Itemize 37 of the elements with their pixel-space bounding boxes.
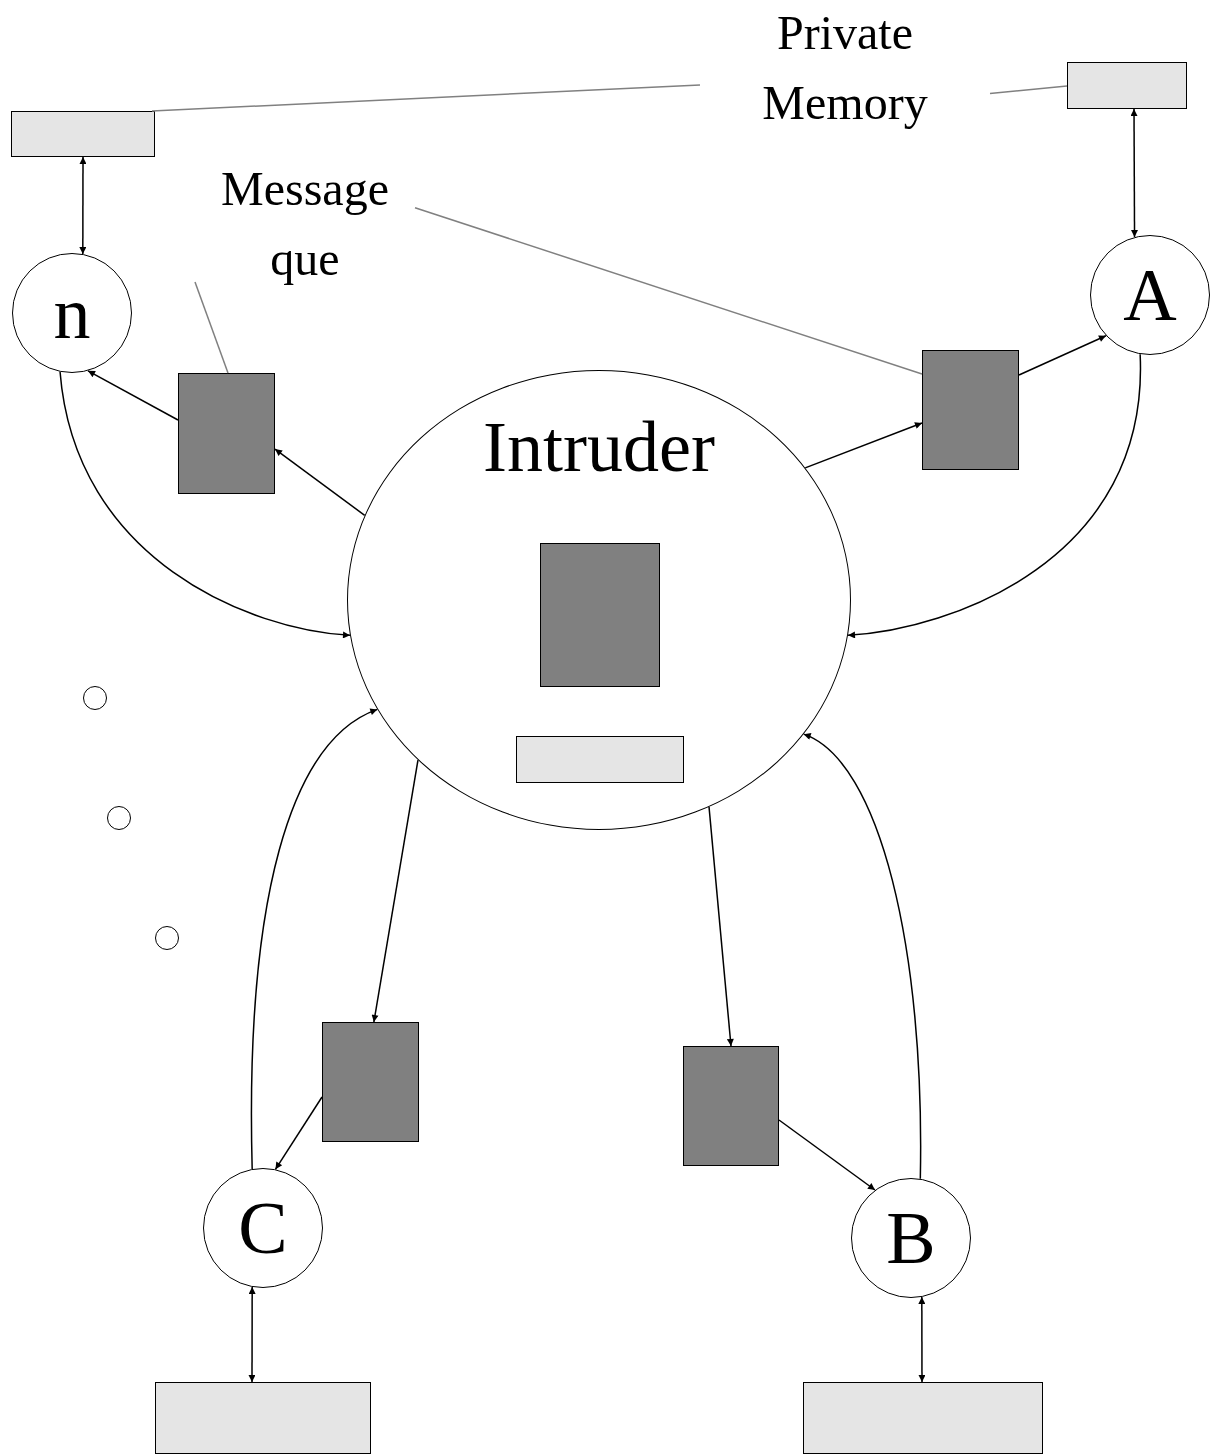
leader-line — [989, 85, 1068, 95]
arrow — [1130, 108, 1138, 238]
arrow — [274, 448, 366, 517]
intruder-label: Intruder — [483, 411, 715, 483]
leader-line — [414, 207, 923, 375]
leader-line — [151, 84, 701, 112]
arrow — [708, 806, 734, 1047]
message-queue-box — [683, 1046, 779, 1166]
node-label: B — [886, 1201, 936, 1275]
arrow — [802, 733, 922, 1180]
message-queue-box — [540, 543, 660, 687]
arrow — [250, 708, 379, 1170]
arrow — [918, 1296, 926, 1383]
memory-box — [803, 1382, 1043, 1454]
annotation-text: Message que — [220, 161, 390, 287]
arrow — [79, 156, 87, 255]
arrow — [1018, 335, 1107, 376]
node-label: n — [53, 276, 91, 350]
arrow — [274, 1096, 323, 1171]
annotation-text: Private Memory — [761, 5, 929, 131]
arrow — [847, 353, 1141, 639]
leader-line — [194, 281, 229, 374]
memory-box — [155, 1382, 371, 1454]
arrow — [87, 370, 179, 421]
node-label: C — [238, 1191, 288, 1265]
arrow — [248, 1286, 256, 1383]
memory-box — [11, 111, 155, 157]
message-queue-box — [922, 350, 1019, 470]
message-queue-box — [322, 1022, 419, 1142]
memory-box — [516, 736, 684, 783]
node-label: A — [1123, 258, 1177, 332]
arrow — [371, 759, 419, 1023]
arrow — [59, 371, 351, 639]
memory-box — [1067, 62, 1187, 109]
arrow — [804, 422, 923, 469]
message-queue-box — [178, 373, 275, 494]
arrow — [778, 1119, 876, 1191]
